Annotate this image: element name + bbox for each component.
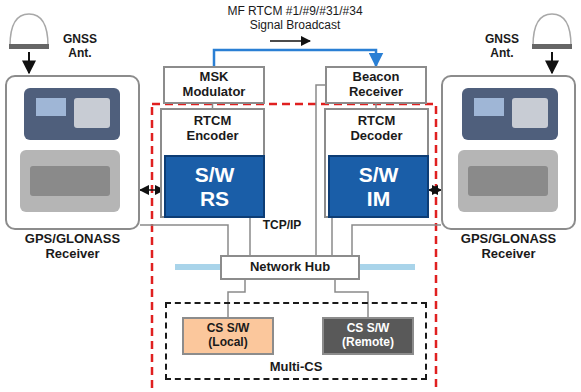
node-label: MSK Modulator [169,70,259,100]
antenna-feed-arrow [28,52,30,73]
gnss-antenna-base [532,44,572,49]
receiver-box: Beacon Receiver [325,66,427,104]
gnss-antenna-base [9,44,49,49]
node-label: GPS/GLONASS Receiver [449,232,569,262]
gnss-receiver-box: GPS/GLONASS Receiver [5,75,140,230]
connector-line [249,218,251,255]
red-dashed-boundary [152,104,436,392]
gnss-antenna-dome [10,14,48,46]
gnss-receiver-box: GPS/GLONASS Receiver [441,75,576,230]
broadcast-link [214,50,376,66]
edge-label: MF RTCM #1/#9/#31/#34 Signal Broadcast [215,4,375,33]
network-hub-box: Network Hub [220,255,360,280]
receiver-screen [474,98,504,116]
node-label: RTCM Decoder [342,114,412,144]
software-box: S/W RS [164,155,265,218]
receiver-keypad [74,98,110,128]
node-label: CS S/W (Local) [193,322,263,350]
receiver-unit-bottom [458,150,558,212]
protocol-label: TCP/IP [260,219,304,233]
receiver-unit-top [24,88,120,140]
node-label: Network Hub [250,260,330,275]
connector-line [335,280,368,317]
receiver-unit-top [462,88,558,140]
antenna-label: GNSS Ant. [50,33,110,61]
node-label: GPS/GLONASS Receiver [13,232,133,262]
connector-line [352,225,441,255]
connector-line [140,225,228,255]
control-station-box: CS S/W (Remote) [322,317,414,355]
node-label: S/W IM [355,163,403,209]
node-label: CS S/W (Remote) [333,322,403,350]
encoder-box: RTCM EncoderS/W RS [160,108,265,218]
connector-line [331,218,333,255]
software-box: S/W IM [328,155,429,218]
antenna-label: GNSS Ant. [472,33,532,61]
receiver-panel [30,166,110,196]
broadcast-direction-arrow [270,40,310,42]
node-label: RTCM Encoder [178,114,248,144]
node-label: S/W RS [191,163,239,209]
decoder-box: RTCM DecoderS/W IM [324,108,429,218]
modulator-box: MSK Modulator [163,66,265,104]
receiver-screen [36,98,66,116]
receiver-keypad [512,98,548,128]
connector-line [429,189,441,191]
gnss-antenna-dome [533,14,571,46]
multi-cs-group: Multi-CS CS S/W (Local) CS S/W (Remote) [165,302,427,380]
receiver-panel [468,166,548,196]
node-label: Beacon Receiver [331,70,421,100]
node-label: Multi-CS [167,360,425,375]
connector-line [228,280,245,317]
control-station-box: CS S/W (Local) [182,317,274,355]
antenna-feed-arrow [551,52,553,73]
receiver-unit-bottom [20,150,120,212]
